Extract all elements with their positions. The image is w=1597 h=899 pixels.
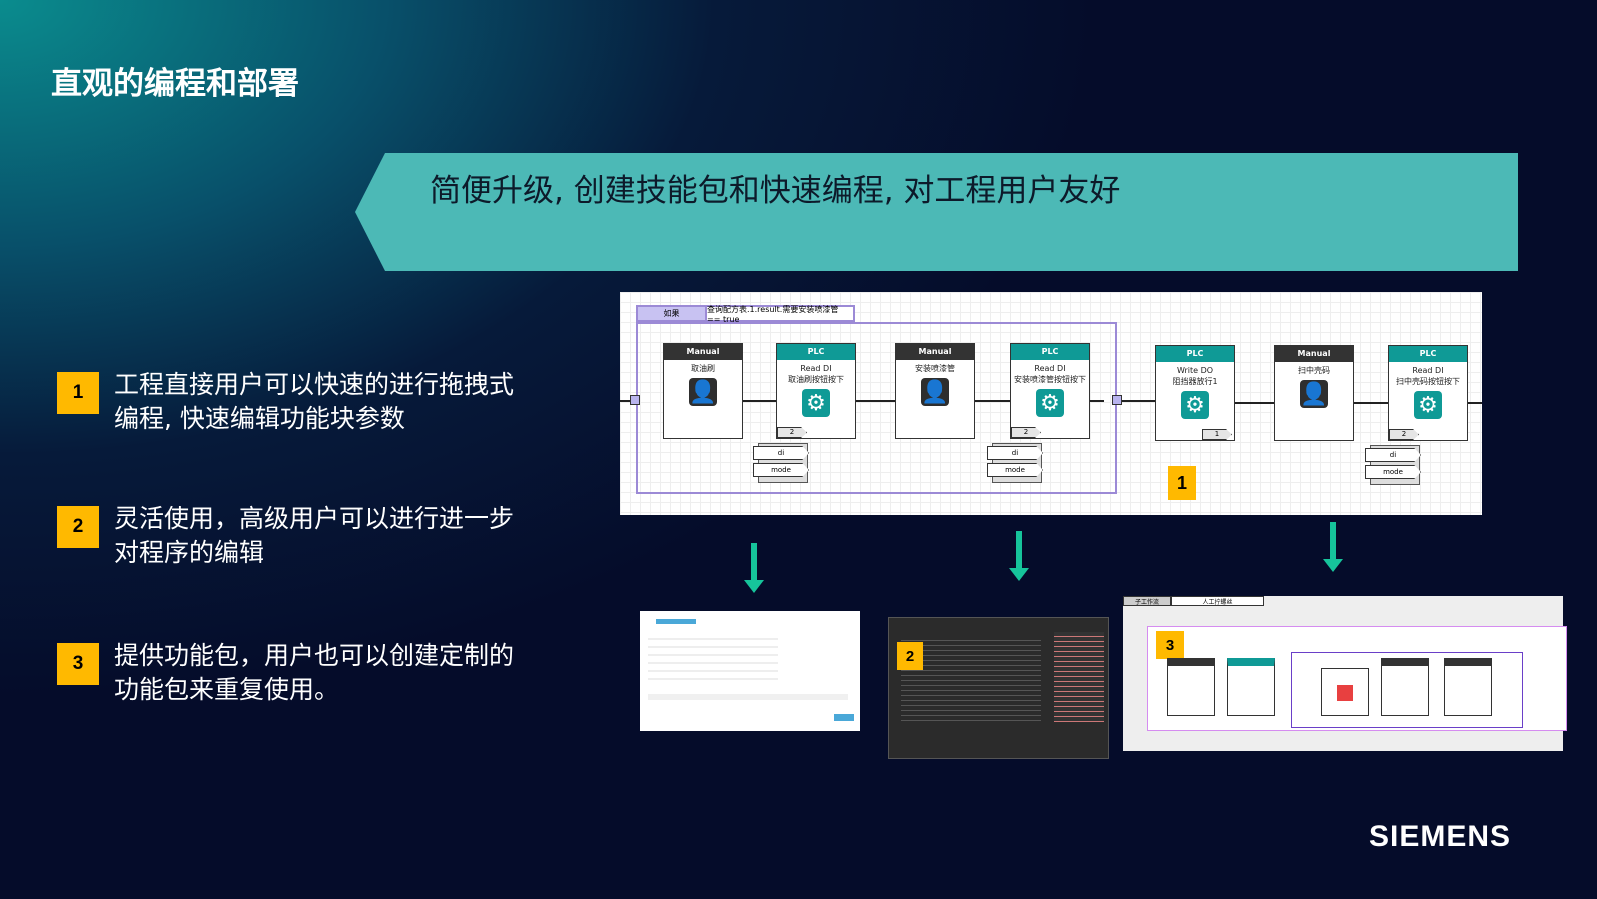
gear-icon: ⚙ [1414,391,1442,419]
function-block[interactable]: PLC Read DI 扫中壳码按钮按下 ⚙ 2 [1388,345,1468,441]
block-title: 取油刷 [691,364,715,373]
flow-diagram: 如果 查询配方表.1.result.需要安装喷漆管 == true 1 Manu… [620,292,1482,515]
down-arrow-icon [1009,531,1029,581]
banner-text: 简便升级, 创建技能包和快速编程, 对工程用户友好 [430,173,1121,209]
list-item: 2 灵活使用，高级用户可以进行进一步对程序的编辑 [57,504,514,570]
gear-icon: ⚙ [802,389,830,417]
output-count-tag: 1 [1202,429,1232,440]
block-subtitle: 扫中壳码按钮按下 [1396,377,1460,386]
port[interactable] [630,395,640,405]
block-title: 安装喷漆管 [915,364,955,373]
param-mode[interactable]: mode [753,463,809,477]
block-subtitle: 阻挡器放行1 [1172,377,1218,386]
diagram-badge: 1 [1168,466,1196,500]
number-badge: 1 [57,372,99,414]
block-type: PLC [1389,346,1467,362]
block-title: Write DO [1176,366,1214,375]
person-icon: 👤 [921,378,949,406]
block-type: Manual [896,344,974,360]
tab-subworkflow[interactable]: 子工作流 [1123,596,1171,606]
block-title: 扫中壳码 [1298,366,1330,375]
block-subtitle: 取油刷按钮按下 [788,375,844,384]
down-arrow-icon [744,543,764,593]
connector-arrow [1090,400,1104,402]
block-type: PLC [777,344,855,360]
param-mode[interactable]: mode [1365,465,1421,479]
gear-icon: ⚙ [1181,391,1209,419]
condition-expression[interactable]: 查询配方表.1.result.需要安装喷漆管 == true [705,305,855,324]
function-block[interactable]: Manual 扫中壳码 👤 [1274,345,1354,441]
gear-icon: ⚙ [1036,389,1064,417]
page-title: 直观的编程和部署 [51,66,299,102]
item-text: 灵活使用，高级用户可以进行进一步对程序的编辑 [114,504,515,567]
function-block[interactable]: PLC Read DI 安装喷漆管按钮按下 ⚙ 2 [1010,343,1090,439]
connector-arrow [1354,402,1388,404]
person-icon: 👤 [689,378,717,406]
connector-arrow [975,400,1010,402]
function-block[interactable]: PLC Write DO 阻挡器放行1 ⚙ 1 [1155,345,1235,441]
number-badge: 3 [57,643,99,685]
block-title: Read DI [1034,364,1066,373]
connector-arrow [1468,402,1482,404]
connector-arrow [856,400,895,402]
function-block[interactable]: Manual 取油刷 👤 [663,343,743,439]
connector-arrow [1235,402,1274,404]
block-type: Manual [664,344,742,360]
function-block[interactable]: PLC Read DI 取油刷按钮按下 ⚙ 2 [776,343,856,439]
output-count-tag: 2 [777,427,807,438]
output-count-tag: 2 [1389,429,1419,440]
param-mode[interactable]: mode [987,463,1043,477]
list-item: 3 提供功能包，用户也可以创建定制的功能包来重复使用。 [57,641,514,707]
condition-frame [636,322,1117,494]
siemens-logo: SIEMENS [1369,820,1512,853]
thumbnail-badge: 3 [1156,631,1184,659]
function-block[interactable]: Manual 安装喷漆管 👤 [895,343,975,439]
item-text: 提供功能包，用户也可以创建定制的功能包来重复使用。 [114,641,515,704]
list-item: 1 工程直接用户可以快速的进行拖拽式编程, 快速编辑功能块参数 [57,370,514,436]
block-type: PLC [1011,344,1089,360]
block-title: Read DI [800,364,832,373]
block-type: PLC [1156,346,1234,362]
block-title: Read DI [1412,366,1444,375]
thumbnail-badge: 2 [897,642,923,670]
port[interactable] [1112,395,1122,405]
connector-arrow [743,400,776,402]
item-text: 工程直接用户可以快速的进行拖拽式编程, 快速编辑功能块参数 [114,370,515,433]
down-arrow-icon [1323,522,1343,572]
param-di[interactable]: di [987,446,1043,460]
banner [355,153,1518,271]
thumbnail-code-editor[interactable]: 2 [888,617,1109,759]
thumbnail-parameter-editor[interactable] [640,611,860,731]
person-icon: 👤 [1300,380,1328,408]
param-di[interactable]: di [1365,448,1421,462]
tab-workflow-name[interactable]: 人工拧螺丝 [1171,596,1264,606]
condition-label: 如果 [636,305,707,322]
param-di[interactable]: di [753,446,809,460]
number-badge: 2 [57,506,99,548]
block-subtitle: 安装喷漆管按钮按下 [1014,375,1086,384]
block-type: Manual [1275,346,1353,362]
thumbnail-workflow[interactable]: 子工作流 人工拧螺丝 3 [1123,596,1567,751]
connector-arrow [1122,400,1155,402]
output-count-tag: 2 [1011,427,1041,438]
connector-arrow [620,400,630,402]
